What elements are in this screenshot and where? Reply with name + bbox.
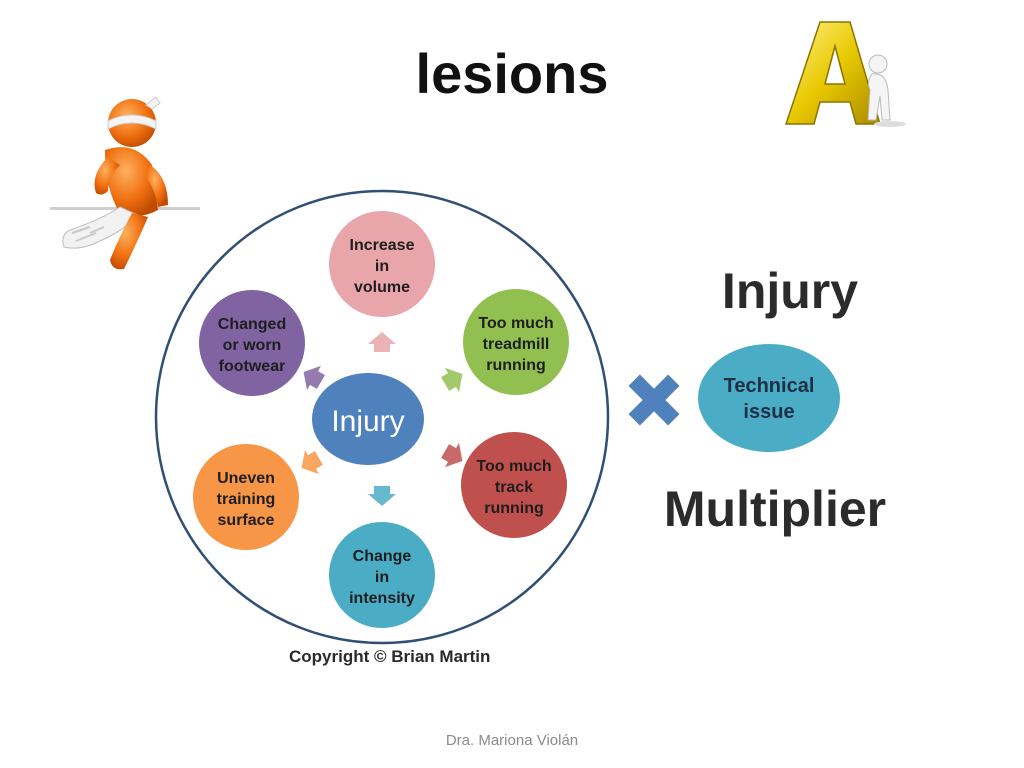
cycle-node-circle: [199, 290, 305, 396]
cycle-node-label: Changed: [218, 316, 286, 333]
cycle-node-label: Too much: [478, 315, 553, 332]
cycle-node-surface: Uneven training surface: [193, 444, 299, 550]
cycle-arrow-surface: [301, 449, 323, 475]
cycle-arrows: [301, 332, 463, 506]
technical-issue-bubble: Technical issue: [698, 344, 840, 452]
cycle-node-circle: [193, 444, 299, 550]
cycle-node-label: in: [375, 569, 389, 586]
cycle-node-intensity: Change in intensity: [329, 522, 435, 628]
multiply-cross-icon: [628, 374, 680, 426]
injured-figure-icon: [50, 96, 200, 270]
center-node: [312, 373, 424, 465]
copyright-text: Copyright © Brian Martin: [289, 647, 491, 666]
cycle-node-footwear: Changed or worn footwear: [199, 290, 305, 396]
cycle-arrow-track: [441, 442, 463, 468]
cycle-node-label: running: [484, 500, 544, 517]
cycle-node-label: Change: [353, 548, 412, 565]
technical-issue-line-1: Technical: [724, 375, 815, 397]
cycle-node-label: training: [217, 491, 276, 508]
cycle-node-circle: [329, 522, 435, 628]
cycle-node-circle: [463, 289, 569, 395]
cycle-node-label: surface: [218, 512, 275, 529]
slide-title: lesions: [415, 42, 609, 105]
cycle-arrow-treadmill: [441, 367, 463, 393]
technical-issue-line-2: issue: [743, 401, 794, 423]
cycle-center: Injury: [312, 373, 424, 465]
center-label: Injury: [331, 405, 404, 438]
cycle-arrow-intensity: [368, 486, 396, 506]
cycle-node-circle: [461, 432, 567, 538]
cycle-node-increase-volume: Increase in volume: [329, 211, 435, 317]
cycle-node-label: Too much: [476, 458, 551, 475]
cycle-node-label: Uneven: [217, 470, 275, 487]
cycle-arrow-increase-volume: [368, 332, 396, 352]
cycle-node-track: Too much track running: [461, 432, 567, 538]
cycle-node-treadmill: Too much treadmill running: [463, 289, 569, 395]
cycle-node-label: treadmill: [483, 336, 550, 353]
multiplier-heading: Multiplier: [663, 481, 887, 537]
cycle-node-label: in: [375, 258, 389, 275]
cycle-node-label: track: [495, 479, 533, 496]
injury-heading: Injury: [721, 263, 859, 319]
cycle-node-label: intensity: [349, 590, 415, 607]
cycle-arrow-footwear: [303, 365, 325, 391]
cycle-node-label: footwear: [219, 358, 286, 375]
cycle-node-label: running: [486, 357, 546, 374]
cycle-node-label: volume: [354, 279, 410, 296]
letter-a-figure-icon: [784, 21, 906, 127]
cycle-node-label: Increase: [350, 237, 415, 254]
cycle-node-circle: [329, 211, 435, 317]
technical-issue-node: [698, 344, 840, 452]
cycle-node-label: or worn: [223, 337, 282, 354]
slide-footer: Dra. Mariona Violán: [445, 732, 579, 749]
